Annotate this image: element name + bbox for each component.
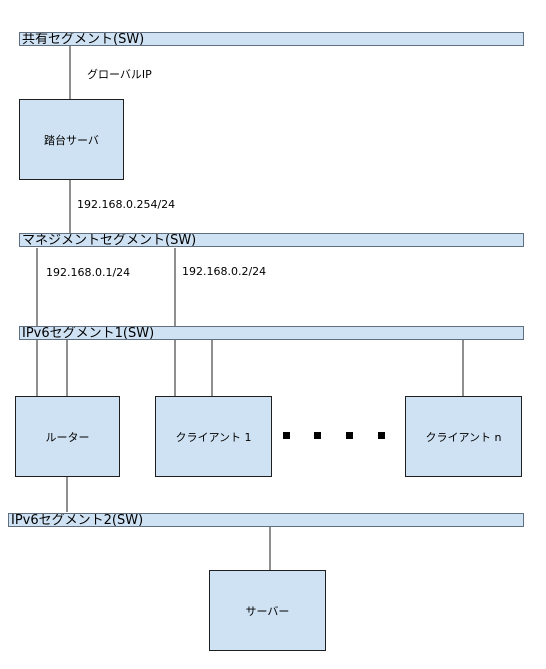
ellipsis-dot	[283, 432, 290, 439]
label-bastion-ip: 192.168.0.254/24	[77, 198, 176, 211]
segment-ipv6-2: IPv6セグメント2(SW)	[8, 513, 524, 527]
node-client-n-label: クライアント n	[425, 430, 502, 444]
ellipsis-dot	[314, 432, 321, 439]
label-global-ip: グローバルIP	[87, 68, 152, 81]
label-client1-ip: 192.168.0.2/24	[182, 265, 267, 278]
label-router-ip: 192.168.0.1/24	[46, 266, 131, 279]
ellipsis-dot	[378, 432, 385, 439]
node-client-1: クライアント 1	[155, 396, 272, 477]
segment-ipv6-1: IPv6セグメント1(SW)	[19, 326, 524, 340]
node-client-n: クライアント n	[405, 396, 522, 477]
node-server: サーバー	[209, 570, 326, 651]
node-router: ルーター	[15, 396, 120, 477]
node-server-label: サーバー	[245, 604, 290, 618]
node-router-label: ルーター	[45, 430, 90, 444]
ellipsis-dot	[346, 432, 353, 439]
segment-management: マネジメントセグメント(SW)	[19, 233, 524, 247]
node-bastion-label: 踏台サーバ	[44, 133, 99, 147]
segment-shared: 共有セグメント(SW)	[19, 32, 524, 46]
node-bastion: 踏台サーバ	[19, 99, 124, 180]
node-client-1-label: クライアント 1	[175, 430, 252, 444]
